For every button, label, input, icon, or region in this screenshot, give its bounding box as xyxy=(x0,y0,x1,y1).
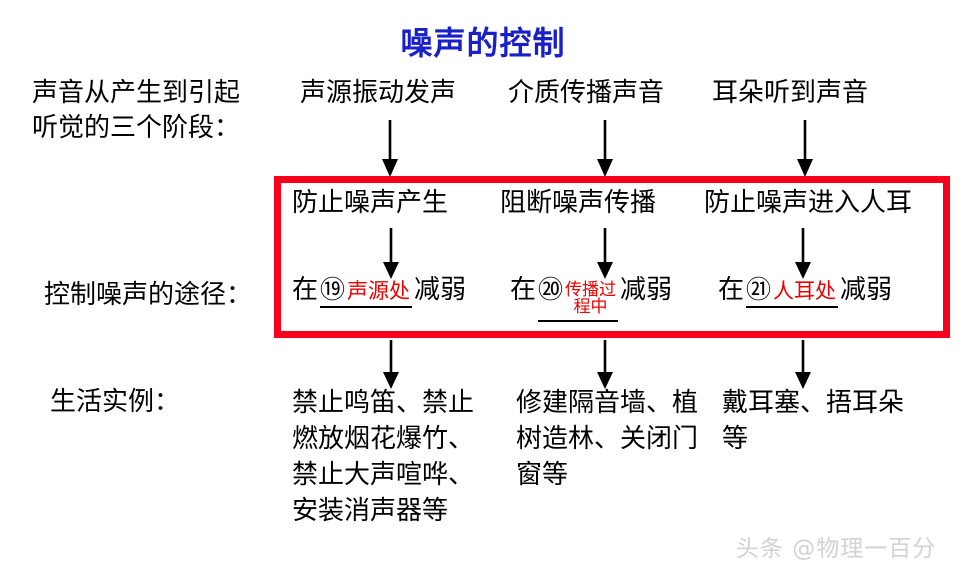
example-item-3: 戴耳塞、捂耳朵等 xyxy=(722,388,905,454)
way-1-blank: ⑲ 声源处 xyxy=(320,275,413,308)
way-item-3: 在 ㉑ 人耳处 减弱 xyxy=(718,275,892,308)
examples-row-label: 生活实例： xyxy=(50,387,181,417)
way-2-number: ⑳ xyxy=(538,275,564,304)
arrow-method-2-to-way-2 xyxy=(597,228,613,279)
watermark: 头条 @物理一百分 xyxy=(736,536,937,562)
arrow-stage-3-to-method-3 xyxy=(797,120,813,177)
way-3-suffix: 减弱 xyxy=(840,275,893,305)
arrow-method-1-to-way-1 xyxy=(383,228,399,279)
way-2-blank: ⑳ 传播过 程中 xyxy=(538,275,619,322)
arrow-way-1-to-example-1 xyxy=(383,340,399,389)
arrow-stage-1-to-method-1 xyxy=(382,120,398,177)
stage-item-3: 耳朵听到声音 xyxy=(712,78,869,108)
arrow-way-3-to-example-3 xyxy=(795,340,811,389)
method-item-3: 防止噪声进入人耳 xyxy=(704,188,913,218)
way-item-1: 在 ⑲ 声源处 减弱 xyxy=(292,275,466,308)
way-2-answer: 传播过 程中 xyxy=(565,280,617,317)
stage-item-2: 介质传播声音 xyxy=(508,78,665,108)
way-3-prefix: 在 xyxy=(718,275,745,305)
way-3-blank: ㉑ 人耳处 xyxy=(746,275,839,308)
arrow-stage-2-to-method-2 xyxy=(597,120,613,177)
way-2-suffix: 减弱 xyxy=(620,275,673,305)
way-1-number: ⑲ xyxy=(320,275,346,304)
highlight-red-box xyxy=(274,176,950,338)
way-3-number: ㉑ xyxy=(746,275,772,304)
ways-row-label: 控制噪声的途径： xyxy=(44,280,253,310)
method-item-2: 阻断噪声传播 xyxy=(500,188,657,218)
method-item-1: 防止噪声产生 xyxy=(292,188,449,218)
way-item-2: 在 ⑳ 传播过 程中 减弱 xyxy=(510,275,672,322)
stages-row-label: 声音从产生到引起 听觉的三个阶段： xyxy=(32,78,241,143)
stage-item-1: 声源振动发声 xyxy=(300,78,457,108)
way-3-answer: 人耳处 xyxy=(773,279,837,303)
example-item-2: 修建隔音墙、植树造林、关闭门窗等 xyxy=(516,388,699,490)
arrow-way-2-to-example-2 xyxy=(597,340,613,389)
page-title: 噪声的控制 xyxy=(400,24,566,62)
way-2-prefix: 在 xyxy=(510,275,537,305)
way-1-suffix: 减弱 xyxy=(414,275,467,305)
arrow-method-3-to-way-3 xyxy=(795,228,811,279)
way-1-answer: 声源处 xyxy=(347,279,411,303)
way-1-prefix: 在 xyxy=(292,275,319,305)
example-item-1: 禁止鸣笛、禁止燃放烟花爆竹、禁止大声喧哗、安装消声器等 xyxy=(292,388,475,526)
